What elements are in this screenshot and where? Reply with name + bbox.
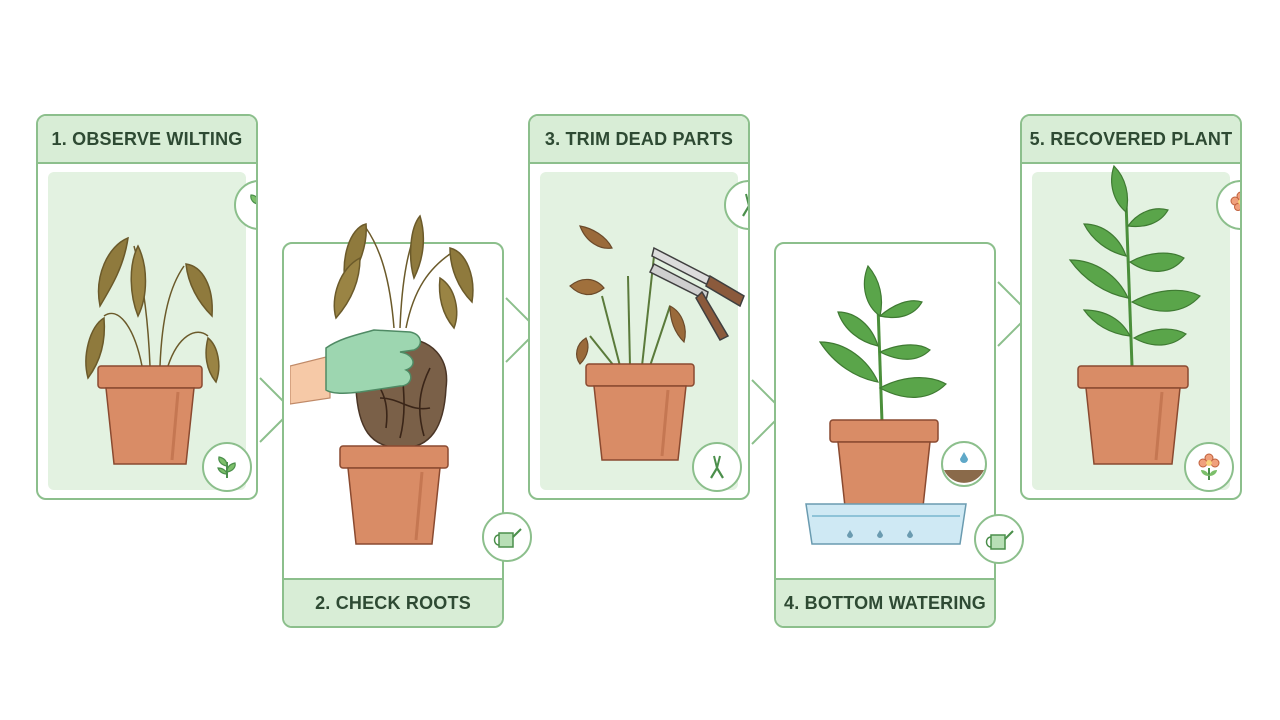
step-5-label: 5. RECOVERED PLANT [1022, 116, 1240, 164]
shears [648, 246, 745, 341]
trimming-illustration [569, 225, 745, 367]
step-card-1: 1. OBSERVE WILTING [36, 114, 258, 500]
step-4-badge-bottom [974, 514, 1024, 564]
flower-icon [1230, 191, 1240, 211]
glove-hand [290, 329, 422, 405]
root-check-illustration [290, 214, 474, 545]
pruning-shears-icon [710, 455, 724, 479]
recovered-plant-illustration [1068, 164, 1201, 465]
pot-1 [97, 365, 203, 465]
bottom-watering-illustration [805, 264, 987, 545]
wilted-plant-illustration [85, 236, 220, 465]
step-card-5: 5. RECOVERED PLANT [1020, 114, 1242, 500]
step-1-label: 1. OBSERVE WILTING [38, 116, 256, 164]
step-5-badge-bottom [1184, 442, 1234, 492]
water-tray [805, 503, 967, 545]
step-card-3: 3. TRIM DEAD PARTS [528, 114, 750, 500]
step-1-badge-bottom [202, 442, 252, 492]
pot-3 [585, 363, 695, 461]
step-2-badge-bottom [482, 512, 532, 562]
step-3-badge-bottom [692, 442, 742, 492]
step-2-label: 2. CHECK ROOTS [284, 578, 502, 626]
soil-water-inset [941, 441, 987, 487]
pot-4 [829, 419, 939, 517]
sprout-icon [217, 456, 236, 478]
pot-5 [1077, 365, 1189, 465]
watering-can-icon [985, 530, 1014, 550]
pruning-shears-icon [742, 193, 748, 217]
watering-can-icon [493, 528, 522, 548]
step-3-label: 3. TRIM DEAD PARTS [530, 116, 748, 164]
pot-2 [339, 445, 449, 545]
flower-icon [1198, 453, 1220, 480]
step-4-label: 4. BOTTOM WATERING [776, 578, 994, 626]
sprout-icon [250, 194, 256, 205]
